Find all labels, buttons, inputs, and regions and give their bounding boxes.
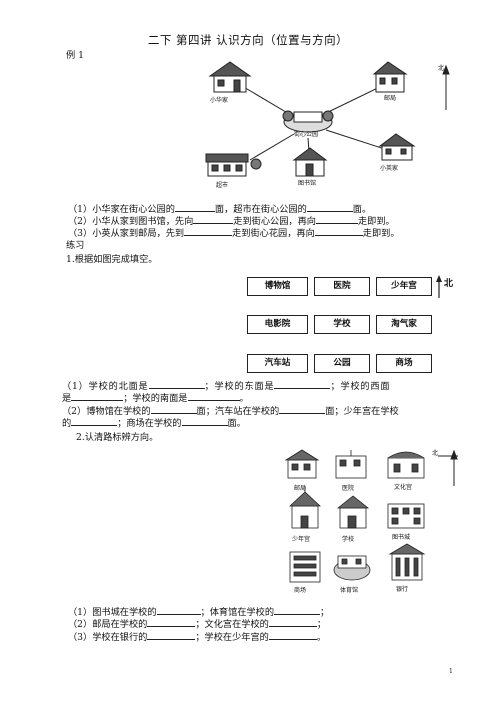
north-arrow-icon bbox=[442, 64, 450, 110]
map-label: 银行 bbox=[396, 585, 408, 593]
house-icon bbox=[378, 133, 416, 161]
map-label: 邮局 bbox=[384, 94, 396, 102]
post-office-icon bbox=[372, 61, 408, 93]
map-label: 小英家 bbox=[380, 164, 398, 172]
q1-line-2: 是；学校的南面是。 bbox=[62, 391, 249, 404]
answer-blank[interactable] bbox=[279, 404, 326, 414]
north-label: 北 bbox=[432, 449, 438, 457]
q2-line-1: （1）图书城在学校的；体育馆在学校的； bbox=[68, 605, 330, 618]
example-question-3: （3）小英从家到邮局，先到走到街心花园，再向走即到。 bbox=[68, 226, 400, 239]
answer-blank[interactable] bbox=[174, 202, 215, 212]
map-label: 超市 bbox=[216, 181, 228, 189]
question-1-title: 1.根据如图完成填空。 bbox=[66, 254, 158, 265]
q2-line-3: （3）学校在银行的；学校在少年宫的。 bbox=[68, 630, 327, 643]
park-icon bbox=[282, 110, 334, 133]
grid-cell-museum: 博物馆 bbox=[247, 277, 308, 296]
map-label: 街心公园 bbox=[294, 130, 318, 138]
answer-blank[interactable] bbox=[268, 617, 317, 627]
answer-blank[interactable] bbox=[71, 391, 124, 401]
grid-cell-school: 学校 bbox=[314, 315, 370, 334]
post-office-icon bbox=[284, 449, 320, 479]
example-label: 例 1 bbox=[66, 50, 84, 61]
map-label: 文化宫 bbox=[394, 483, 412, 491]
grid-cell-hospital: 医院 bbox=[314, 277, 370, 296]
example-question-2: （2）小华从家到图书馆，先向走到街心公园，再向走即到。 bbox=[68, 214, 395, 227]
north-label: 北 bbox=[438, 64, 444, 72]
map-label: 小华家 bbox=[210, 96, 228, 104]
answer-blank[interactable] bbox=[187, 391, 240, 401]
page-title: 二下 第四讲 认识方向（位置与方向） bbox=[147, 33, 349, 47]
stadium-icon bbox=[333, 555, 371, 581]
answer-blank[interactable] bbox=[150, 404, 197, 414]
youth-palace-icon bbox=[288, 486, 322, 529]
mall-icon bbox=[289, 551, 321, 583]
example-question-1: （1）小华家在街心公园的面，超市在街心公园的面。 bbox=[68, 202, 372, 215]
answer-blank[interactable] bbox=[193, 214, 234, 224]
answer-blank[interactable] bbox=[71, 416, 118, 426]
q1-line-4: 的；商场在学校的面。 bbox=[62, 416, 246, 429]
answer-blank[interactable] bbox=[268, 630, 317, 640]
answer-blank[interactable] bbox=[315, 214, 358, 224]
map-label: 邮局 bbox=[294, 484, 306, 492]
grid-cell-bus-station: 汽车站 bbox=[247, 354, 308, 373]
example-map: 小华家 邮局 街心公园 小英家 图书馆 超市 北 bbox=[205, 61, 450, 189]
grid-cell-youth-palace: 少年宫 bbox=[376, 277, 432, 296]
map-label: 商场 bbox=[294, 586, 306, 594]
map-label: 图书馆 bbox=[298, 179, 316, 187]
answer-blank[interactable] bbox=[181, 416, 228, 426]
map-label: 体育馆 bbox=[340, 586, 358, 594]
bank-icon bbox=[388, 543, 426, 581]
map-label: 少年宫 bbox=[292, 535, 310, 543]
answer-blank[interactable] bbox=[306, 202, 353, 212]
answer-blank[interactable] bbox=[274, 605, 321, 615]
answer-blank[interactable] bbox=[314, 226, 363, 236]
answer-blank[interactable] bbox=[184, 226, 233, 236]
hospital-icon bbox=[335, 450, 367, 479]
book-city-icon bbox=[387, 503, 425, 529]
grid-cell-cinema: 电影院 bbox=[247, 315, 308, 334]
q2-line-2: （2）邮局在学校的；文化宫在学校的； bbox=[68, 617, 327, 630]
practice-label: 练习 bbox=[66, 240, 85, 251]
grid-cell-park: 公园 bbox=[314, 354, 370, 373]
q1-line-3: （2）博物馆在学校的面；汽车站在学校的面；少年宫在学校 bbox=[62, 404, 399, 417]
answer-blank[interactable] bbox=[147, 630, 196, 640]
q1-line-1: （1）学校的北面是；学校的东面是；学校的西面 bbox=[62, 379, 391, 392]
north-label: 北 bbox=[444, 277, 453, 289]
page-number: 1 bbox=[449, 668, 453, 675]
library-icon bbox=[292, 147, 328, 177]
question-2-title: 2.认清路标辨方向。 bbox=[76, 432, 159, 443]
answer-blank[interactable] bbox=[156, 605, 201, 615]
house-icon bbox=[208, 61, 252, 93]
culture-palace-icon bbox=[387, 451, 425, 479]
north-arrow-icon: 北 bbox=[436, 275, 453, 298]
answer-blank[interactable] bbox=[147, 617, 196, 627]
north-arrow-icon bbox=[438, 449, 458, 486]
answer-blank[interactable] bbox=[148, 379, 205, 389]
supermarket-icon bbox=[205, 153, 262, 177]
answer-blank[interactable] bbox=[274, 379, 331, 389]
map-label: 医院 bbox=[342, 484, 354, 492]
grid-cell-mall: 商场 bbox=[376, 354, 432, 373]
landmark-map: 邮局 医院 文化宫 少年宫 学校 图书城 商场 体育馆 银行 北 bbox=[284, 449, 458, 594]
school-icon bbox=[336, 495, 370, 529]
map-label: 图书城 bbox=[392, 533, 410, 541]
map-label: 学校 bbox=[342, 535, 354, 543]
grid-cell-taoqi-home: 淘气家 bbox=[376, 315, 432, 334]
